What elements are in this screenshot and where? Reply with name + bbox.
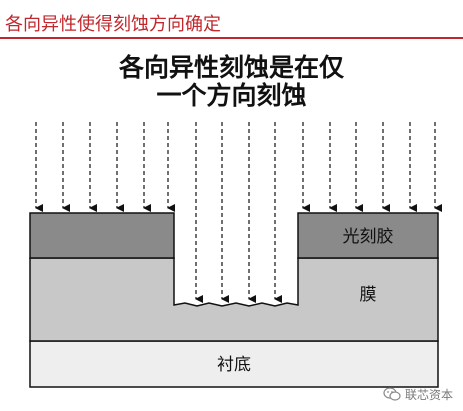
substrate-layer — [29, 340, 439, 388]
diagram-title: 各向异性刻蚀是在仅 一个方向刻蚀 — [0, 54, 463, 110]
watermark-text: 联芯资本 — [405, 387, 454, 402]
diagram-title-line-1: 各向异性刻蚀是在仅 — [118, 53, 344, 82]
page-title: 各向异性使得刻蚀方向确定 — [5, 14, 221, 35]
header: 各向异性使得刻蚀方向确定 — [0, 0, 463, 40]
diagram-title-line-2: 一个方向刻蚀 — [156, 81, 307, 110]
substrate-label: 衬底 — [217, 355, 251, 375]
wechat-icon — [383, 386, 401, 402]
header-divider — [0, 37, 463, 39]
photoresist-left — [29, 212, 175, 259]
photoresist-right — [297, 212, 439, 259]
film-label: 膜 — [360, 285, 377, 305]
etch-arrows — [35, 122, 442, 303]
watermark: 联芯资本 — [383, 384, 453, 404]
photoresist-label: 光刻胶 — [343, 227, 394, 247]
film-layer — [29, 257, 439, 342]
